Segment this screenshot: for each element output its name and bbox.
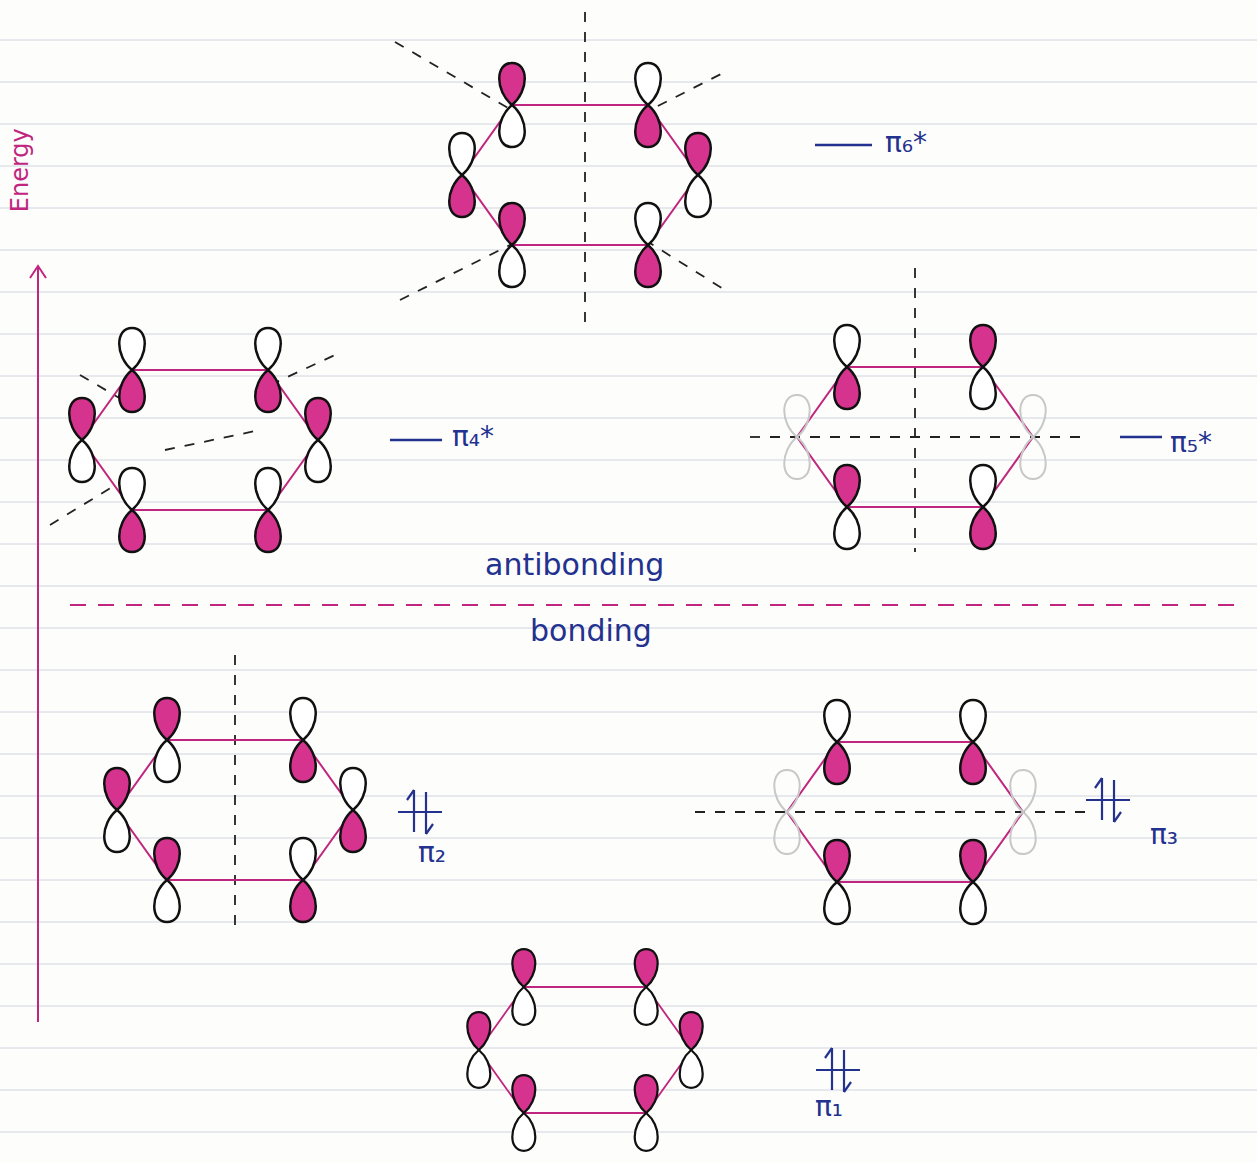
energy-level [390,145,1162,440]
electron-pair [398,778,1130,1092]
orbital-label: π₆* [885,128,927,159]
benzene-orbital [69,328,331,552]
region-label: bonding [530,614,652,647]
benzene-orbital [449,63,711,287]
benzene-orbital [104,698,366,922]
orbital-label: π₃ [1150,820,1178,851]
orbital-label: π₅* [1170,428,1212,459]
benzene-orbital [467,949,702,1151]
energy-axis [30,266,46,1022]
nodal-planes [50,12,1090,935]
benzene-orbital [784,325,1046,549]
region-label: antibonding [485,548,664,581]
axis-label: Energy [7,128,33,212]
ruled-lines [0,40,1257,1132]
benzene-orbital [774,700,1036,924]
orbital-label: π₁ [815,1092,843,1123]
orbital-label: π₄* [452,422,494,453]
orbital-label: π₂ [418,838,446,869]
separator-line [70,604,1240,606]
